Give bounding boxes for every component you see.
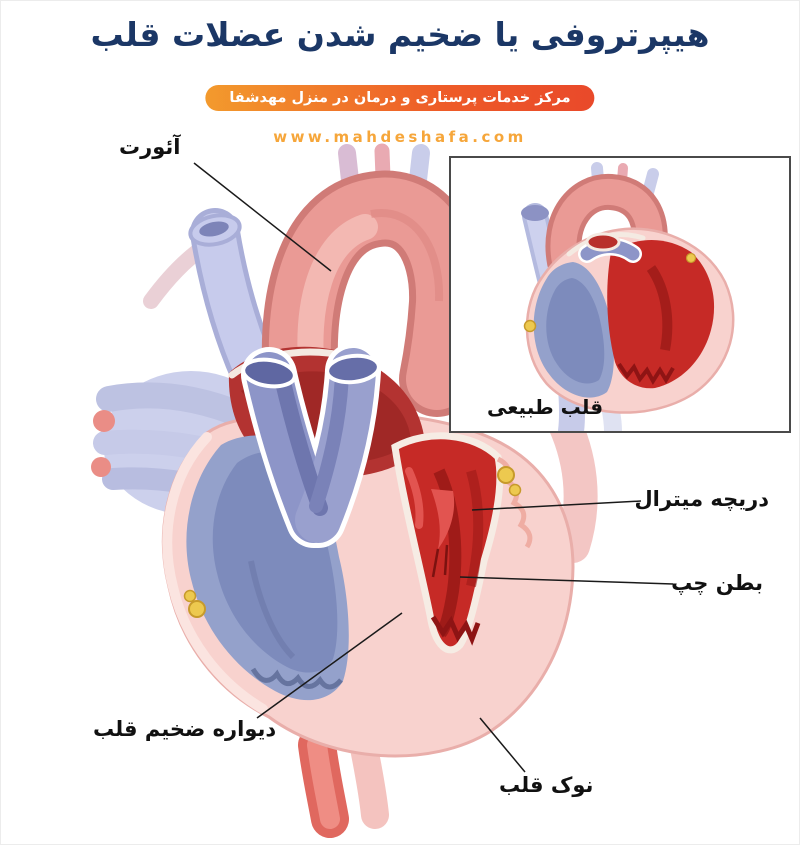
brand-badge: مرکز خدمات پرستاری و درمان در منزل مهدشف… [205, 85, 595, 111]
normal-heart-illustration [521, 162, 735, 431]
inset-fat-deposits [523, 252, 697, 333]
inset-valve-trims [566, 232, 646, 263]
inset-right-heart [533, 262, 614, 398]
pulmonary-trunk-graphic [241, 343, 381, 548]
page-title: هیپرتروفی یا ضخیم شدن عضلات قلب [90, 15, 710, 54]
label-heart-apex: نوک قلب [499, 773, 594, 797]
inset-left-ventricle-cavity [607, 240, 715, 389]
label-normal-heart: قلب طبیعی [487, 395, 604, 419]
left-ventricle-cavity-graphic [391, 432, 533, 654]
normal-heart-inset: قلب طبیعی [449, 156, 791, 433]
label-left-ventricle: بطن چپ [671, 571, 763, 595]
label-mitral-valve: دریچه میترال [634, 487, 769, 511]
leader-lines [193, 162, 674, 773]
label-thick-heart-wall: دیواره ضخیم قلب [93, 717, 277, 741]
aorta-graphic [261, 170, 486, 439]
website-url: www.mahdeshafa.com [273, 128, 527, 146]
inset-aorta [545, 174, 668, 280]
label-aorta: آئورت [119, 135, 181, 159]
fat-deposits-graphic [183, 466, 522, 618]
